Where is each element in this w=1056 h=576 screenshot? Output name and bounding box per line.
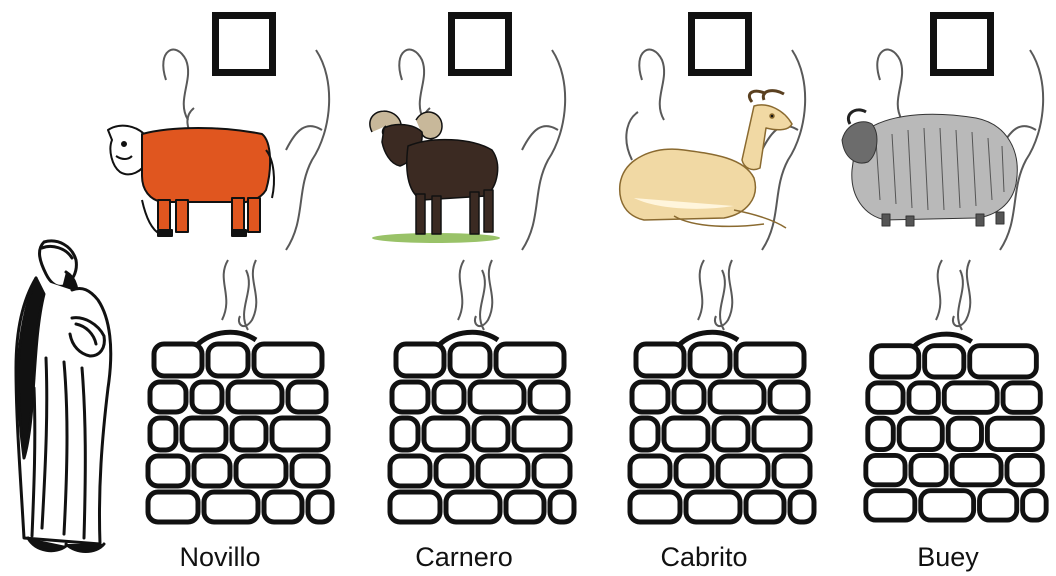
ram-icon (352, 106, 512, 246)
musk-ox-icon (836, 100, 1026, 230)
stone-altar-icon (140, 322, 340, 530)
label-carnero: Carnero (344, 542, 584, 573)
label-buey: Buey (828, 542, 1056, 573)
label-cabrito: Cabrito (584, 542, 824, 573)
steer-icon (102, 120, 282, 245)
stone-altar-icon (622, 322, 822, 530)
stone-altar-icon (382, 322, 582, 530)
gazelle-icon (614, 88, 800, 238)
stone-altar-icon (858, 322, 1054, 530)
label-novillo: Novillo (100, 542, 340, 573)
